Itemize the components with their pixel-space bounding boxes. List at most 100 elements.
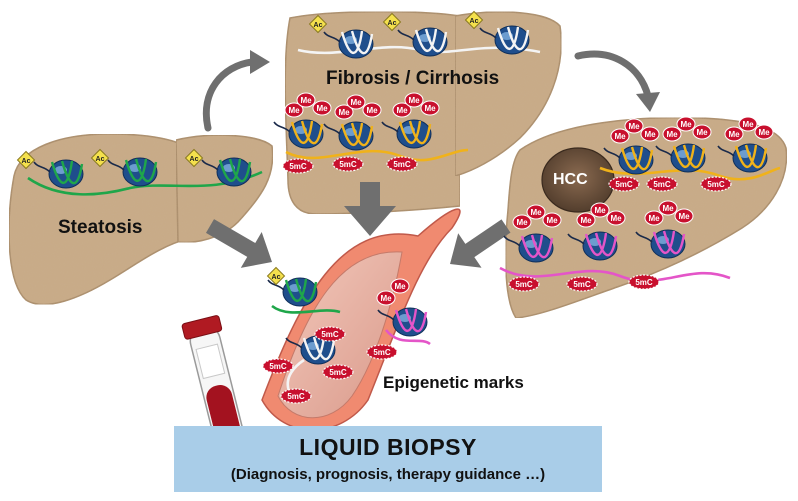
me-text: Me: [300, 96, 312, 105]
ac-diamond: [16, 150, 36, 170]
dna-wrap: [584, 232, 608, 256]
histone-tail: [273, 121, 291, 133]
dna-methylation-badge-icon: 5mC: [262, 358, 294, 374]
dna-wrap: [530, 234, 554, 259]
me-text: Me: [396, 106, 408, 115]
methyl-badge-icon: Me: [392, 102, 412, 118]
mc-oval: [366, 344, 398, 360]
ac-diamond: [184, 148, 204, 168]
nucleosome-icon: [503, 233, 554, 263]
me-circle: [346, 94, 366, 110]
methyl-badge-icon: Me: [512, 214, 532, 230]
me-text: Me: [424, 104, 436, 113]
methyl-badge-icon: Me: [590, 202, 610, 218]
dna-wrap: [134, 158, 158, 183]
mc-oval: [280, 388, 312, 404]
dna-wrap: [594, 232, 618, 257]
me-circle: [334, 104, 354, 120]
dna-methylation-badge-icon: 5mC: [314, 326, 346, 342]
mc-oval: [646, 176, 678, 192]
me-text: Me: [394, 282, 406, 291]
dna-methylation-badge-icon: 5mC: [322, 364, 354, 380]
histone-tail: [567, 233, 585, 245]
nucleosome-icon: [635, 229, 686, 259]
me-circle: [512, 214, 532, 230]
acetyl-badge-icon: Ac: [184, 148, 204, 168]
me-text: Me: [546, 216, 558, 225]
liver-fibrosis-right-lobe: [454, 11, 562, 177]
methyl-badge-icon: Me: [390, 278, 410, 294]
dna-wrap: [734, 144, 758, 168]
tube-cap: [181, 315, 223, 340]
curved-arrow-head-1: [250, 50, 270, 74]
dna-wrap: [682, 144, 706, 169]
methyl-badge-icon: Me: [526, 204, 546, 220]
me-text: Me: [680, 120, 692, 129]
me-circle: [526, 204, 546, 220]
ac-text: Ac: [470, 18, 479, 25]
me-circle: [724, 126, 744, 142]
me-circle: [404, 92, 424, 108]
dna-methylation-badge-icon: 5mC: [700, 176, 732, 192]
ac-diamond: [266, 266, 286, 286]
methyl-badge-icon: Me: [624, 118, 644, 134]
histone-tail: [201, 159, 219, 171]
methyl-badge-icon: Me: [738, 116, 758, 132]
histone-tail: [655, 145, 673, 157]
dna-wrap: [340, 122, 364, 146]
me-circle: [692, 124, 712, 140]
me-text: Me: [610, 214, 622, 223]
dna-methylation-badge-icon: 5mC: [366, 344, 398, 360]
dna-wrap: [124, 158, 148, 182]
methyl-badge-icon: Me: [376, 290, 396, 306]
methyl-badge-icon: Me: [346, 94, 366, 110]
ac-text: Ac: [190, 156, 199, 163]
me-text: Me: [316, 104, 328, 113]
dna-strand-steatosis: [27, 170, 263, 196]
dna-wrap: [218, 158, 242, 182]
me-text: Me: [666, 130, 678, 139]
nucleosome-icon: [107, 157, 158, 187]
dna-wrap: [744, 144, 768, 169]
me-circle: [640, 126, 660, 142]
nucleosome-icon: [655, 143, 706, 173]
tube-label: [195, 343, 226, 380]
me-circle: [312, 100, 332, 116]
mc-oval: [628, 274, 660, 290]
me-text: Me: [380, 294, 392, 303]
dna-wrap: [312, 336, 336, 361]
ac-text: Ac: [388, 20, 397, 27]
liver-steatosis-right-lobe: [175, 134, 274, 244]
dna-wrap: [520, 234, 544, 258]
me-text: Me: [678, 212, 690, 221]
me-circle: [590, 202, 610, 218]
ac-text: Ac: [272, 274, 281, 281]
me-text: Me: [628, 122, 640, 131]
dna-wrap: [394, 308, 418, 332]
me-text: Me: [350, 98, 362, 107]
histone-tail: [717, 145, 735, 157]
mc-text: 5mC: [515, 280, 533, 289]
mc-text: 5mC: [339, 160, 357, 169]
me-circle: [296, 92, 316, 108]
dna-fragment-green: [271, 304, 341, 314]
me-circle: [392, 102, 412, 118]
label-fibrosis-cirrhosis: Fibrosis / Cirrhosis: [326, 68, 499, 89]
dna-wrap: [302, 336, 326, 360]
histone-tail: [377, 309, 395, 321]
me-text: Me: [644, 130, 656, 139]
ac-diamond: [382, 12, 402, 32]
me-circle: [576, 212, 596, 228]
liquid-biopsy-box: LIQUID BIOPSY (Diagnosis, prognosis, the…: [174, 426, 602, 492]
ac-text: Ac: [96, 156, 105, 163]
mc-text: 5mC: [653, 180, 671, 189]
dna-wrap: [50, 160, 74, 184]
histone-tail: [33, 161, 51, 173]
mc-text: 5mC: [393, 160, 411, 169]
label-steatosis: Steatosis: [58, 217, 142, 238]
nucleosome-icon: [267, 277, 318, 307]
dna-methylation-badge-icon: 5mC: [608, 176, 640, 192]
dna-wrap: [350, 122, 374, 147]
dna-methylation-badge-icon: 5mC: [646, 176, 678, 192]
me-circle: [610, 128, 630, 144]
